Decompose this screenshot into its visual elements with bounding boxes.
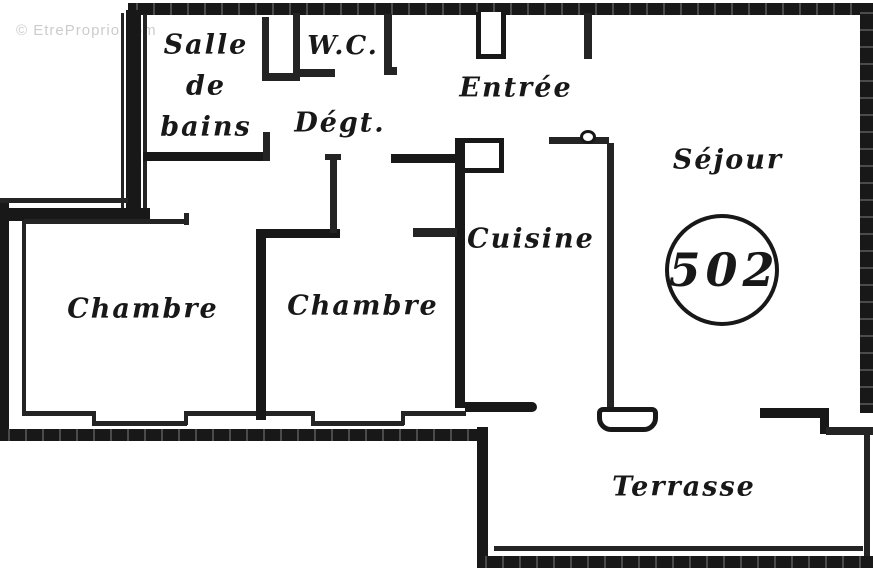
room-label-cuisine: Cuisine [467,223,595,255]
wall-terrasse-right [864,430,870,556]
facade-window-jamb [92,411,96,425]
door-jamb-bathroom [263,132,270,161]
wall-top [128,3,873,15]
wall-wc-right-tick [384,67,397,75]
facade-window-jamb [401,411,405,425]
wall-cuisine-left [455,141,465,408]
wall-chambre-middle-top [256,229,340,238]
wall-sejour-bottom [760,408,824,418]
wall-wc-right [384,14,392,74]
wall-bottom-cuisine-segment [465,402,537,412]
unit-number-badge: 502 [665,214,779,326]
wall-cuisine-right [607,143,614,408]
wall-left-step-thick [8,208,150,221]
room-label-entree: Entrée [459,72,573,104]
room-label-chambre-left: Chambre [67,293,219,325]
wall-bathroom-right [262,17,269,78]
wall-degt-divider [330,158,337,233]
wall-bottom-outer [0,429,487,441]
wall-left-inner-face [22,220,26,414]
wall-sejour-step [820,408,829,434]
wall-terrasse-bottom-outer [477,556,873,568]
wall-entree-sejour-stub [584,13,592,59]
facade-window-line [403,411,466,416]
wall-bathroom-jog [262,73,300,81]
wall-left [0,203,9,440]
wall-terrasse-bottom-inner [494,546,863,551]
room-label-wc: W.C. [307,31,379,61]
door-hinge-circle [580,130,596,144]
wall-upper-left-inner-face [143,14,147,212]
wall-wc-left [293,13,300,78]
wall-left-step-thin [0,198,128,203]
entrance-door-leaf [476,12,506,59]
room-label-line: de [185,70,227,102]
watermark-text: © EtreProprio.com [16,22,157,39]
wall-upper-left-vertical [126,10,141,212]
facade-window-jamb [311,411,315,425]
room-label-terrasse: Terrasse [612,471,756,503]
room-label-sejour: Séjour [672,144,784,176]
wall-chambre-divider [256,229,266,420]
room-label-degt: Dégt. [294,107,386,139]
wall-chambre-left-top-inner [24,219,187,224]
wall-cuisine-door-stub [413,228,457,237]
facade-window-jamb [184,411,188,425]
wall-upper-left-outer-face [121,13,124,209]
wall-cuisine-top-tick [549,137,609,144]
facade-window-line [22,411,94,416]
wall-bathroom-bottom [143,152,269,161]
facade-window-line [92,421,187,426]
wall-sejour-bottom-right [826,427,873,435]
unit-number: 502 [668,243,780,297]
facade-window-line [186,411,314,416]
room-label-salle-de-bains: Salle de bains [160,25,251,148]
terrace-door-sill [597,407,658,432]
wall-right [860,3,873,413]
door-jamb-chambre-left [184,213,189,225]
room-label-line: bains [160,111,252,143]
room-label-chambre-middle: Chambre [287,290,439,322]
wall-wc-bottom [295,69,335,77]
facade-window-line [311,421,404,426]
wall-corridor-cuisine [391,154,457,163]
room-label-line: Salle [163,29,249,61]
wall-terrasse-left [477,427,488,566]
wall-degt-divider-cap [325,154,341,160]
